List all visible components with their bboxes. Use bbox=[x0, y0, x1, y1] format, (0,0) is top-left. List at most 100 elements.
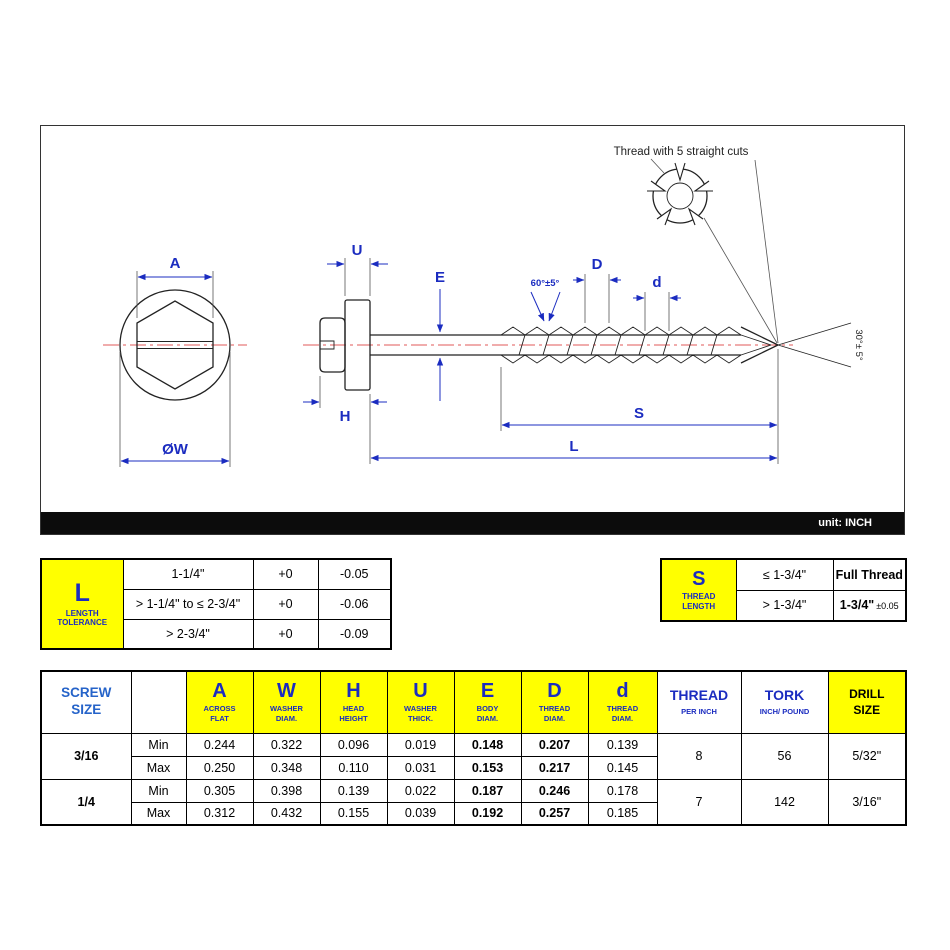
value-cell: 0.257 bbox=[520, 801, 589, 826]
tolerance-caption: LENGTH TOLERANCE bbox=[57, 608, 108, 628]
value-cell: 0.305 bbox=[185, 778, 254, 803]
value-cell: 0.246 bbox=[520, 778, 589, 803]
blank-header bbox=[130, 670, 187, 734]
value-cell: 0.039 bbox=[386, 801, 455, 826]
minmax-cell: Max bbox=[130, 755, 187, 780]
thread-note: Thread with 5 straight cuts bbox=[614, 146, 779, 344]
tork-cell: 56 bbox=[740, 732, 829, 780]
col-caption: WASHER THICK. bbox=[404, 704, 437, 723]
screw-size-cell: 3/16 bbox=[40, 732, 132, 780]
length-tolerance-header: L LENGTH TOLERANCE bbox=[40, 558, 124, 650]
range-cell: ≤ 1-3/4" bbox=[735, 558, 834, 591]
tolerance-letter: L bbox=[74, 579, 90, 608]
value-cell: 0.148 bbox=[453, 732, 522, 757]
dim-D: D bbox=[573, 256, 621, 323]
value-cell: 0.217 bbox=[520, 755, 589, 780]
dim-W: ØW bbox=[119, 352, 231, 467]
value-cell: 0.139 bbox=[587, 732, 658, 757]
thread-cross-section bbox=[647, 162, 713, 226]
table-row: L LENGTH TOLERANCE 1-1/4" +0 -0.05 bbox=[40, 558, 392, 650]
value-cell: 1-3/4"±0.05 bbox=[832, 589, 907, 622]
unit-bar: unit: INCH bbox=[41, 512, 904, 534]
dim-label-W: ØW bbox=[162, 441, 189, 458]
value-cell: 0.432 bbox=[252, 801, 321, 826]
unit-label: unit: INCH bbox=[818, 517, 872, 529]
value-cell: 0.244 bbox=[185, 732, 254, 757]
dim-H: H bbox=[303, 376, 387, 425]
dim-E: E bbox=[435, 269, 445, 401]
thread-title: THREAD bbox=[669, 687, 729, 704]
value-cell: 0.178 bbox=[587, 778, 658, 803]
spec-row: 1/4 Min 0.305 0.398 0.139 0.022 0.187 0.… bbox=[40, 778, 907, 826]
minmax-cell: Min bbox=[130, 732, 187, 757]
dim-U: U bbox=[327, 242, 388, 296]
dim-label-L: L bbox=[569, 438, 578, 455]
value-cell: 0.250 bbox=[185, 755, 254, 780]
value-cell: 0.139 bbox=[319, 778, 388, 803]
thread-angle-label: 60°±5° bbox=[531, 278, 560, 289]
value-cell: 0.192 bbox=[453, 801, 522, 826]
spec-row: 3/16 Min 0.244 0.322 0.096 0.019 0.148 0… bbox=[40, 732, 907, 780]
side-view bbox=[319, 299, 779, 391]
dim-d: d bbox=[633, 274, 681, 331]
dim-label-U: U bbox=[352, 242, 363, 259]
value-cell: 0.145 bbox=[587, 755, 658, 780]
dim-L: L bbox=[369, 394, 778, 464]
spec-row: Max 0.250 0.348 0.110 0.031 0.153 0.217 … bbox=[41, 755, 906, 780]
thread-length-letter: S bbox=[692, 567, 706, 590]
col-caption: THREAD DIAM. bbox=[606, 704, 639, 723]
value-cell: 0.185 bbox=[587, 801, 658, 826]
col-letter: U bbox=[413, 680, 428, 703]
tork-cell: 142 bbox=[740, 778, 829, 826]
col-header-D: D THREAD DIAM. bbox=[520, 670, 589, 734]
value-cell: 0.398 bbox=[252, 778, 321, 803]
col-header-tork: TORK INCH/ POUND bbox=[740, 670, 829, 734]
col-caption: BODY DIAM. bbox=[476, 704, 499, 723]
thread-caption: PER INCH bbox=[681, 706, 717, 716]
col-header-A: A ACROSS FLAT bbox=[185, 670, 254, 734]
col-header-W: W WASHER DIAM. bbox=[252, 670, 321, 734]
plus-cell: +0 bbox=[252, 618, 319, 650]
value-cell: 0.031 bbox=[386, 755, 455, 780]
minmax-cell: Min bbox=[130, 778, 187, 803]
col-letter: A bbox=[212, 680, 227, 703]
drawing-panel: A ØW bbox=[40, 125, 905, 535]
col-caption: WASHER DIAM. bbox=[270, 704, 303, 723]
technical-drawing: A ØW bbox=[103, 146, 864, 467]
table-row: > 2-3/4" +0 -0.09 bbox=[41, 618, 392, 650]
range-cell: > 2-3/4" bbox=[122, 618, 254, 650]
minus-cell: -0.09 bbox=[317, 618, 392, 650]
screw-size-cell: 1/4 bbox=[40, 778, 132, 826]
col-letter: H bbox=[346, 680, 361, 703]
col-header-d: d THREAD DIAM. bbox=[587, 670, 658, 734]
tolerance-text: ±0.05 bbox=[876, 601, 899, 612]
value-cell: 0.155 bbox=[319, 801, 388, 826]
col-header-drill: DRILL SIZE bbox=[827, 670, 907, 734]
col-letter: D bbox=[547, 680, 562, 703]
col-header-E: E BODY DIAM. bbox=[453, 670, 522, 734]
dim-S: S bbox=[500, 349, 779, 464]
col-header-H: H HEAD HEIGHT bbox=[319, 670, 388, 734]
value-cell: 0.096 bbox=[319, 732, 388, 757]
thread-per-inch-cell: 7 bbox=[656, 778, 742, 826]
col-caption: HEAD HEIGHT bbox=[339, 704, 368, 723]
tork-title: TORK bbox=[764, 687, 805, 704]
plus-cell: +0 bbox=[252, 588, 319, 620]
value-cell: 0.207 bbox=[520, 732, 589, 757]
value-cell: 0.110 bbox=[319, 755, 388, 780]
value-text: 1-3/4" bbox=[839, 598, 875, 613]
thread-angle-annotation: 60°±5° bbox=[530, 278, 561, 322]
value-cell: 0.322 bbox=[252, 732, 321, 757]
drill-size-cell: 5/32" bbox=[827, 732, 907, 780]
minmax-cell: Max bbox=[130, 801, 187, 826]
value-cell: Full Thread bbox=[832, 558, 907, 591]
minus-cell: -0.05 bbox=[317, 558, 392, 590]
range-cell: 1-1/4" bbox=[122, 558, 254, 590]
value-cell: 0.153 bbox=[453, 755, 522, 780]
table-row: S THREAD LENGTH ≤ 1-3/4" Full Thread bbox=[660, 558, 907, 622]
range-cell: > 1-1/4" to ≤ 2-3/4" bbox=[122, 588, 254, 620]
thread-length-caption: THREAD LENGTH bbox=[682, 591, 716, 611]
front-view bbox=[119, 289, 231, 401]
length-tolerance-table: L LENGTH TOLERANCE 1-1/4" +0 -0.05 > 1-1… bbox=[40, 558, 392, 650]
